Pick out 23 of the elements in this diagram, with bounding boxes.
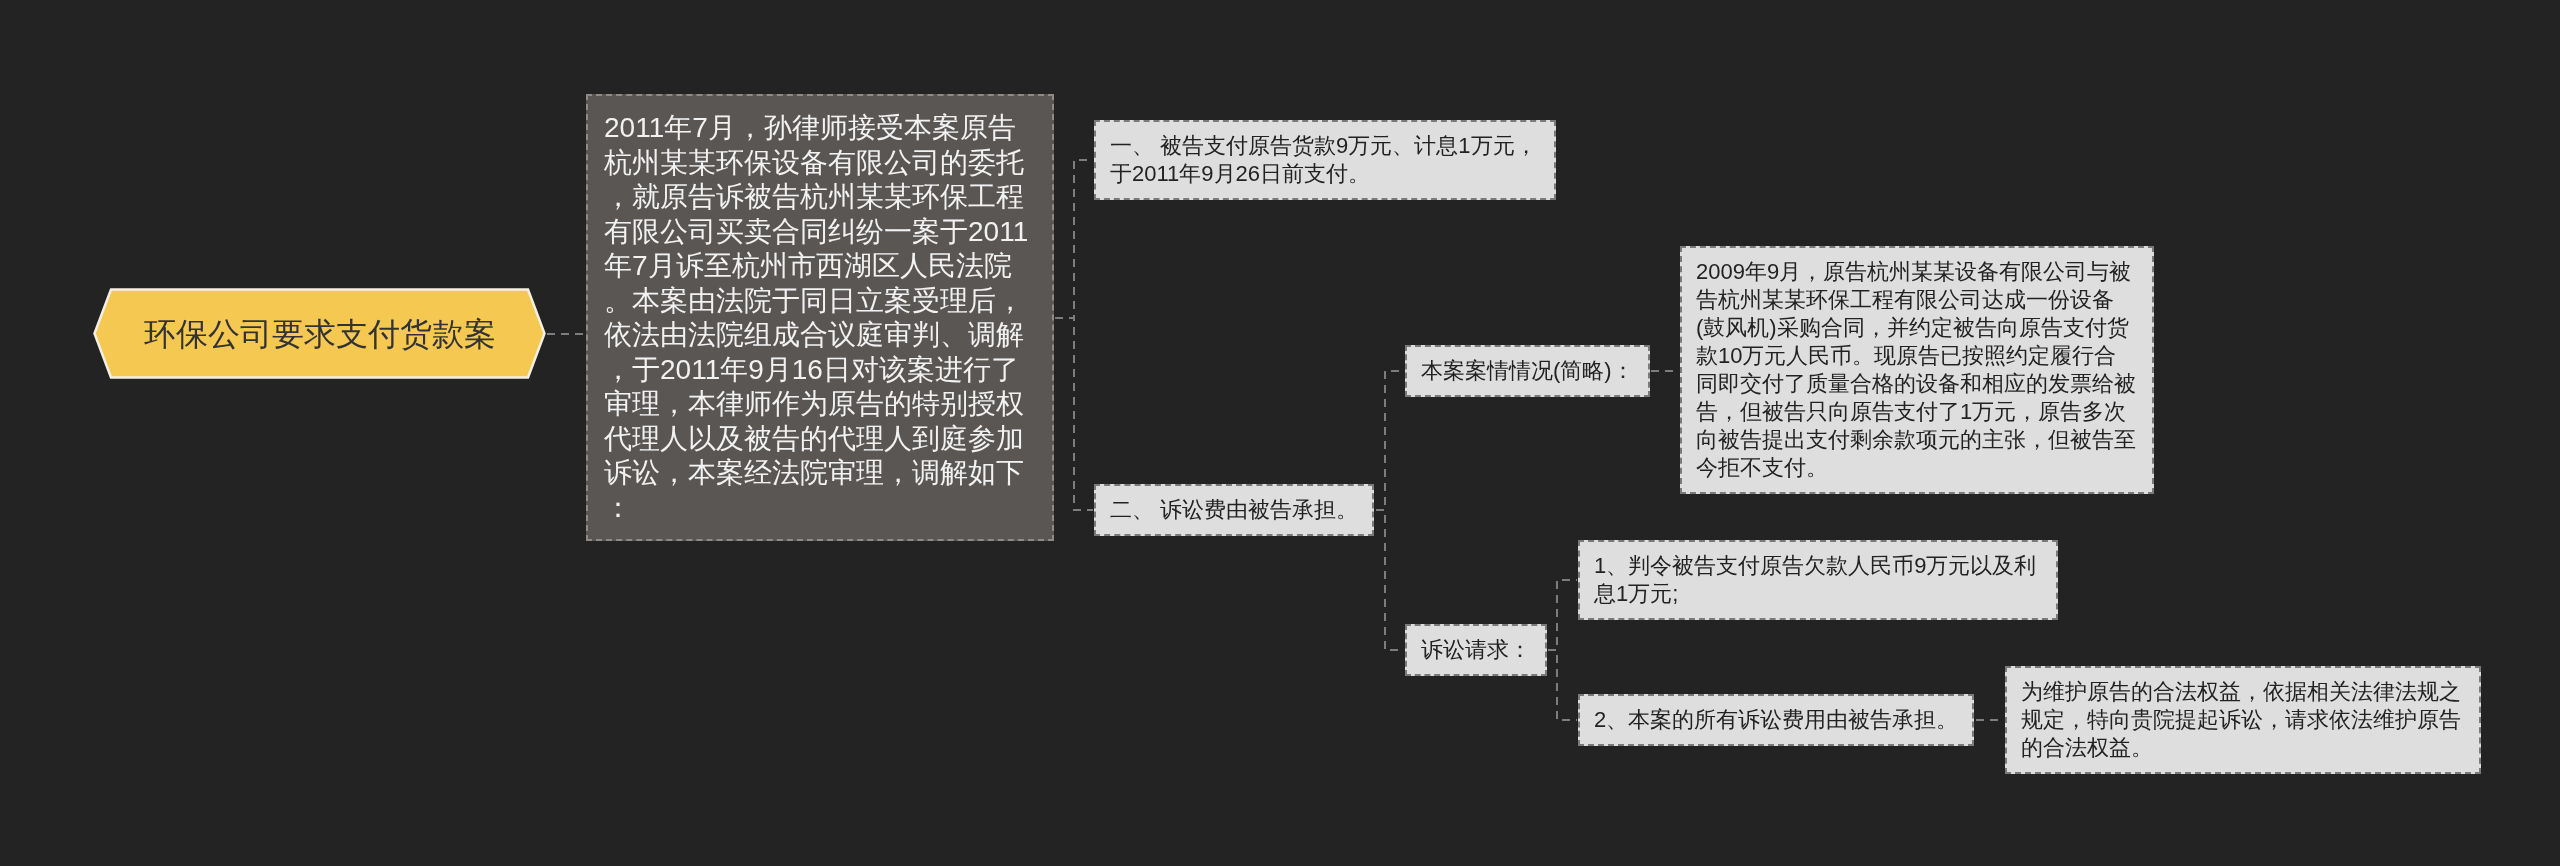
note-box xyxy=(2005,666,2481,774)
topic-title: 环保公司要求支付货款案 xyxy=(143,314,496,354)
note-box xyxy=(1680,246,2154,494)
note-text: 二、 诉讼费由被告承担。 xyxy=(1110,496,1359,524)
summary-box xyxy=(586,94,1054,541)
connector-line xyxy=(1054,317,1094,511)
note-text: 2、本案的所有诉讼费用由被告承担。 xyxy=(1594,706,1959,734)
note-text: 本案案情情况(简略)： xyxy=(1421,357,1634,385)
note-box xyxy=(1405,345,1650,397)
note-text: 为维护原告的合法权益，依据相关法律法规之规定，特向贵院提起诉讼，请求依法维护原告的合法权益。 xyxy=(2021,678,2462,762)
topic-hexagon xyxy=(93,288,546,379)
connector-line xyxy=(1547,649,1578,721)
note-box xyxy=(1094,484,1375,536)
note-box xyxy=(1578,540,2058,620)
note-text: 2009年9月，原告杭州某某设备有限公司与被告杭州某某环保工程有限公司达成一份设备(鼓风机)采购合同，并约定被告向原告支付货款10万元人民币。现原告已按照约定履行合同即交付了质量合格的设备和相应的发票给被告，但被告只向原告支付了1万元，原告多次向被告提出支付剩余款项元的主张，但被告至今拒不支付。 xyxy=(1696,258,2137,482)
note-text: 1、判令被告支付原告欠款人民币9万元以及利息1万元; xyxy=(1594,552,2038,608)
note-box xyxy=(1094,120,1556,200)
note-box xyxy=(1405,624,1547,676)
note-box xyxy=(1578,694,1975,746)
note-text: 一、 被告支付原告货款9万元、计息1万元，于2011年9月26日前支付。 xyxy=(1110,132,1538,188)
connector-line xyxy=(546,333,586,335)
summary-text: 2011年7月，孙律师接受本案原告杭州某某环保设备有限公司的委托，就原告诉被告杭州某某环保工程有限公司买卖合同纠纷一案于2011年7月诉至杭州市西湖区人民法院。本案由法院于同日立案受理后，依法由法院组成合议庭审判、调解，于2011年9月16日对该案进行了审理，本律师作为原告的特别授权代理人以及被告的代理人到庭参加诉讼，本案经法院审理，调解如下： xyxy=(604,111,1030,525)
note-text: 诉讼请求： xyxy=(1421,636,1531,664)
